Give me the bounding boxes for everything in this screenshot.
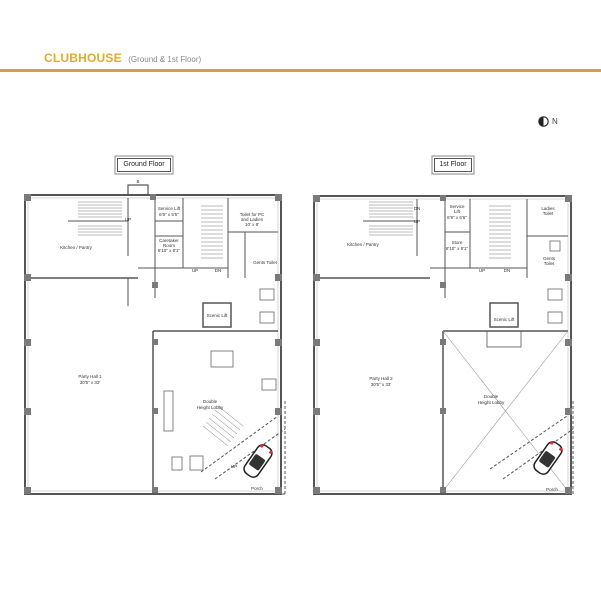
first-floor-label: 1st Floor — [434, 158, 472, 172]
ff-scenic-lift: Scenic Lift — [494, 317, 516, 322]
gf-toilet-pc-dim: 10' x 8' — [245, 222, 259, 227]
ff-up-arrow: UP — [479, 268, 485, 273]
gf-service-lift-dim: 6'9" x 5'5" — [159, 212, 179, 217]
gf-party-hall: Party Hall 1 — [78, 374, 102, 379]
gf-toilet-pc-2: and Ladies — [241, 217, 264, 222]
first-floor-plan: Service Lift 6'9" x 6'6" Ladies Toilet G… — [313, 195, 574, 495]
gf-party-hall-dim: 30'5" x 33' — [80, 380, 101, 385]
ff-ladies-toilet: Ladies — [541, 206, 555, 211]
ff-porch: Porch — [546, 487, 558, 492]
ground-floor-plan: Service Lift 6'9" x 5'5" Toilet for PC a… — [24, 179, 286, 495]
ground-floor-label: Ground Floor — [117, 158, 171, 172]
car-icon — [243, 443, 273, 478]
ff-store-dim: 6'10" x 8'1" — [446, 246, 469, 251]
gf-toilet-pc: Toilet for PC — [240, 212, 265, 217]
ff-ladies-toilet-2: Toilet — [543, 211, 554, 216]
ff-lobby-2: Height Lobby — [478, 400, 505, 405]
page-title: CLUBHOUSE (Ground & 1st Floor) — [44, 49, 201, 67]
north-arrow-icon — [538, 116, 549, 127]
ff-dn-arrow: DN — [504, 268, 511, 273]
gf-scenic-lift: Scenic Lift — [207, 313, 229, 318]
gf-up-porch: UP — [231, 464, 237, 469]
ff-gents-toilet: Gents — [543, 256, 556, 261]
ff-party-hall-dim: 30'5" x 33' — [371, 382, 392, 387]
gf-kitchen: Kitchen / Pantry — [60, 245, 93, 250]
gf-caretaker-dim: 6'10" x 8'1" — [158, 248, 181, 253]
north-indicator: N — [538, 116, 558, 127]
gold-divider — [0, 69, 601, 72]
gf-service-lift: Service Lift — [158, 206, 181, 211]
ff-service-lift: Service — [449, 204, 465, 209]
ff-service-lift-2: Lift — [454, 209, 461, 214]
ff-party-hall: Party Hall 2 — [369, 376, 393, 381]
gf-gents-toilet: Gents Toilet — [253, 260, 277, 265]
ff-service-lift-dim: 6'9" x 6'6" — [447, 215, 467, 220]
ff-dn-stair: DN — [414, 206, 421, 211]
gf-porch: Porch — [251, 486, 263, 491]
ff-store: Store — [452, 240, 463, 245]
title-main: CLUBHOUSE — [44, 51, 122, 65]
gf-b-label: B — [136, 179, 139, 184]
north-label: N — [552, 117, 558, 126]
ff-up-stair: UP — [414, 219, 420, 224]
ff-kitchen: Kitchen / Pantry — [347, 242, 380, 247]
car-icon — [533, 440, 563, 475]
ff-gents-toilet-2: Toilet — [544, 261, 555, 266]
gf-caretaker-2: Room — [163, 243, 175, 248]
gf-lobby: Double — [203, 399, 218, 404]
ff-lobby: Double — [484, 394, 499, 399]
title-subtitle: (Ground & 1st Floor) — [128, 55, 202, 64]
gf-up-stair: UP — [125, 217, 131, 222]
gf-up-arrow: UP — [192, 268, 198, 273]
gf-dn-arrow: DN — [215, 268, 222, 273]
gf-caretaker: Caretaker — [159, 238, 179, 243]
gf-lobby-2: Height Lobby — [197, 405, 224, 410]
